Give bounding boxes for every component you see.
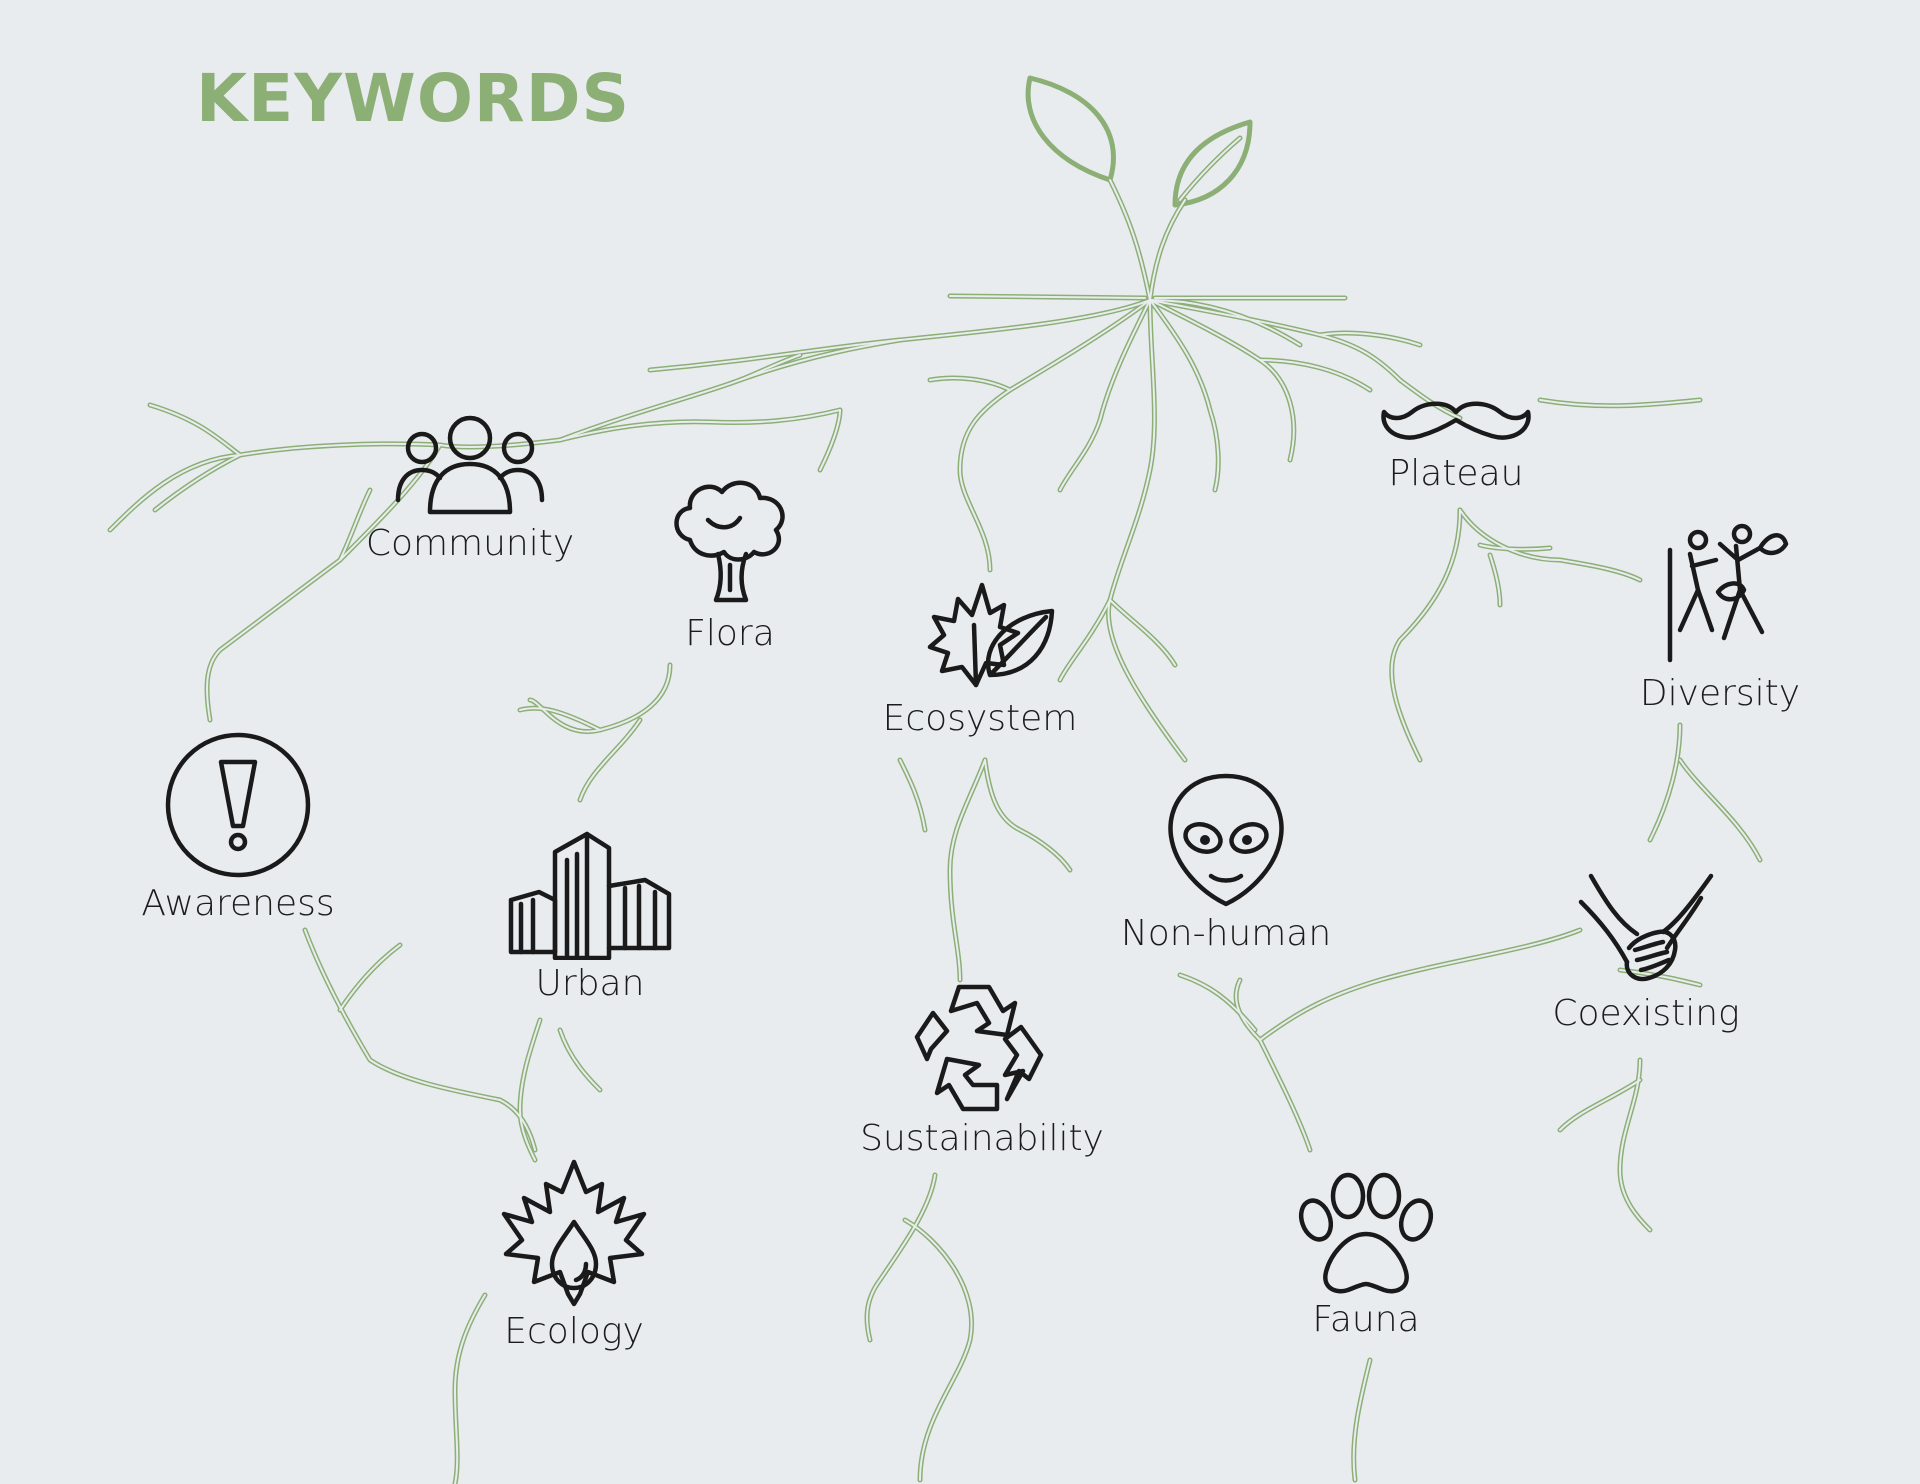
root-line-inner	[1259, 929, 1581, 1041]
mustache-icon	[1381, 401, 1531, 440]
root-line-inner	[1479, 544, 1551, 551]
root-line-inner	[1352, 1359, 1371, 1481]
root-line-inner	[1679, 759, 1761, 861]
root-line-inner	[1559, 1079, 1641, 1131]
root-line-inner	[1619, 969, 1701, 986]
keyword-non-human: Non-human	[1096, 770, 1356, 954]
keyword-label: Flora	[685, 613, 775, 654]
root-line-inner	[1459, 509, 1641, 581]
keyword-label: Coexisting	[1552, 993, 1740, 1034]
root-line-inner	[1619, 1059, 1651, 1231]
root-line-inner	[1059, 599, 1111, 681]
exclamation-circle-icon	[165, 732, 311, 878]
root-line-inner	[1235, 979, 1261, 1041]
keyword-label: Urban	[535, 963, 645, 1004]
root-line-inner	[866, 1174, 936, 1341]
root-line-inner	[1149, 299, 1401, 381]
people-group-icon	[395, 415, 545, 515]
keyword-label: Ecosystem	[882, 698, 1078, 739]
sprout-stem-right	[1147, 197, 1188, 303]
root-line-inner	[519, 707, 601, 731]
root-line-inner	[1149, 299, 1301, 346]
root-line-inner	[454, 1294, 486, 1484]
tree-icon	[674, 480, 785, 603]
root-line-inner	[1109, 179, 1151, 301]
keyword-ecosystem: Ecosystem	[850, 575, 1110, 739]
root-line-inner	[904, 1219, 973, 1481]
root-line-inner	[1149, 199, 1186, 301]
keyword-label: Sustainability	[860, 1118, 1104, 1159]
root-line-inner	[959, 299, 1151, 571]
root-line-inner	[1649, 724, 1681, 841]
root-line-inner	[559, 1029, 601, 1091]
sprout-leaf-left	[1025, 75, 1116, 183]
root-line-inner	[1319, 332, 1421, 346]
root-line-inner	[819, 409, 841, 471]
root-line-inner	[1259, 1039, 1311, 1151]
root-line-inner	[1149, 299, 1220, 491]
keyword-label: Non-human	[1120, 913, 1332, 954]
keyword-label: Plateau	[1388, 453, 1524, 494]
root-line-inner	[949, 759, 986, 981]
root-line-inner	[149, 404, 241, 456]
keyword-plateau: Plateau	[1326, 390, 1586, 494]
root-line-inner	[1259, 359, 1371, 391]
keyword-label: Ecology	[504, 1311, 644, 1352]
keyword-coexisting: Coexisting	[1516, 870, 1776, 1034]
keyword-awareness: Awareness	[108, 730, 368, 924]
sprout-leaf-right	[1172, 119, 1253, 208]
alien-icon	[1168, 773, 1284, 907]
leaves-icon	[927, 582, 1055, 688]
root-line-inner	[1539, 399, 1701, 407]
keyword-diversity: Diversity	[1590, 520, 1850, 714]
root-line-inner	[304, 929, 501, 1101]
page-title: KEYWORDS	[196, 60, 631, 137]
root-line-inner	[949, 295, 1146, 299]
root-line-inner	[1107, 299, 1186, 761]
root-line-inner	[1489, 554, 1501, 606]
root-line-inner	[206, 444, 441, 721]
root-line-inner	[109, 439, 561, 531]
dancing-figures-icon	[1667, 523, 1789, 663]
root-line-inner	[499, 1099, 536, 1151]
recycle-icon	[914, 984, 1044, 1112]
sprout-leaf-right-vein	[1177, 135, 1243, 203]
keyword-label: Awareness	[141, 883, 335, 924]
maple-leaf-drop-icon	[501, 1159, 647, 1307]
paw-icon	[1298, 1172, 1434, 1294]
keyword-label: Community	[365, 523, 575, 564]
sprout-stem	[1107, 177, 1153, 303]
keyword-flora: Flora	[600, 470, 860, 654]
holding-hands-icon	[1578, 873, 1714, 982]
root-line-inner	[984, 759, 1071, 871]
root-line-inner	[559, 339, 901, 441]
root-line-inner	[1399, 379, 1461, 419]
keyword-fauna: Fauna	[1236, 1172, 1496, 1340]
root-line-inner	[339, 489, 371, 561]
root-line-inner	[579, 719, 641, 801]
root-line-inner	[339, 944, 401, 1011]
root-line-inner	[899, 759, 926, 831]
keyword-label: Diversity	[1639, 673, 1801, 714]
root-line-inner	[1390, 509, 1461, 761]
keyword-sustainability: Sustainability	[852, 975, 1112, 1159]
root-line-inner	[1179, 974, 1256, 1031]
root-line-inner	[154, 454, 241, 511]
root-line-inner	[929, 377, 1011, 391]
keyword-urban: Urban	[460, 830, 720, 1004]
root-line-inner	[1109, 599, 1176, 666]
keyword-label: Fauna	[1312, 1299, 1420, 1340]
root-line-inner	[519, 1019, 541, 1161]
buildings-icon	[508, 831, 672, 960]
keyword-community: Community	[340, 400, 600, 564]
root-line-inner	[559, 409, 841, 441]
root-line-inner	[1059, 299, 1151, 491]
keyword-ecology: Ecology	[444, 1158, 704, 1352]
root-line-inner	[529, 664, 671, 733]
root-line-inner	[1179, 137, 1241, 201]
root-line-inner	[739, 354, 801, 381]
